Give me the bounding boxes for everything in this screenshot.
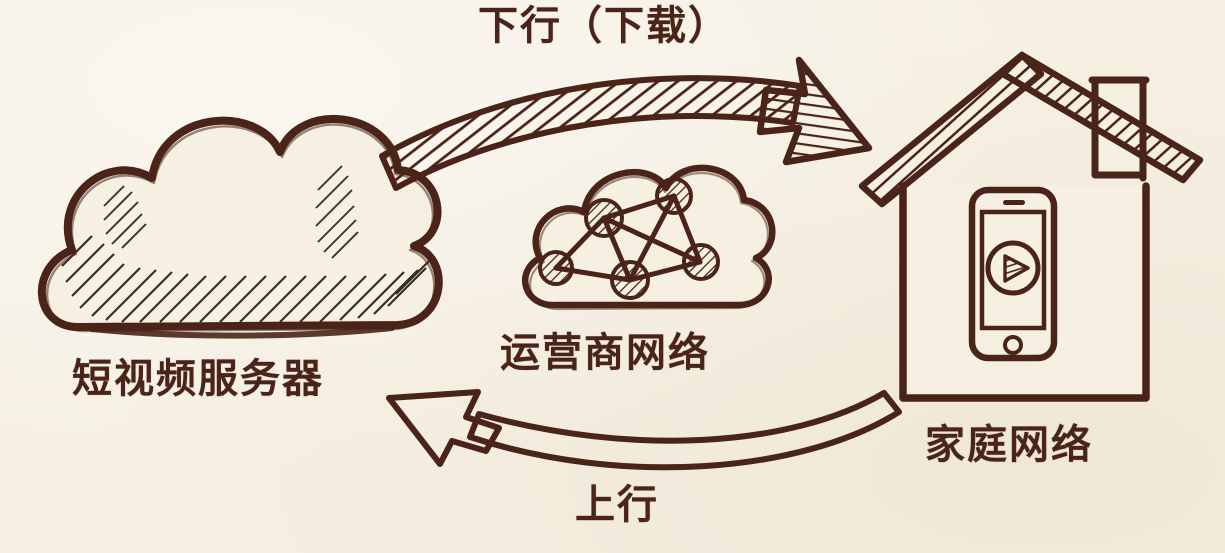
house-icon [858, 51, 1204, 402]
upload-arrow[interactable] [386, 389, 902, 471]
download-arrow[interactable] [379, 56, 873, 191]
play-button-icon[interactable] [985, 240, 1041, 296]
network-cloud-icon [521, 164, 776, 311]
label-server: 短视频服务器 [72, 357, 324, 401]
network-nodes [538, 177, 720, 300]
label-carrier: 运营商网络 [500, 331, 710, 375]
label-upload: 上行 [575, 483, 659, 527]
smartphone-icon[interactable] [968, 186, 1058, 362]
cloud-icon [37, 115, 443, 339]
label-download: 下行（下载） [478, 4, 730, 48]
label-home: 家庭网络 [925, 423, 1093, 467]
